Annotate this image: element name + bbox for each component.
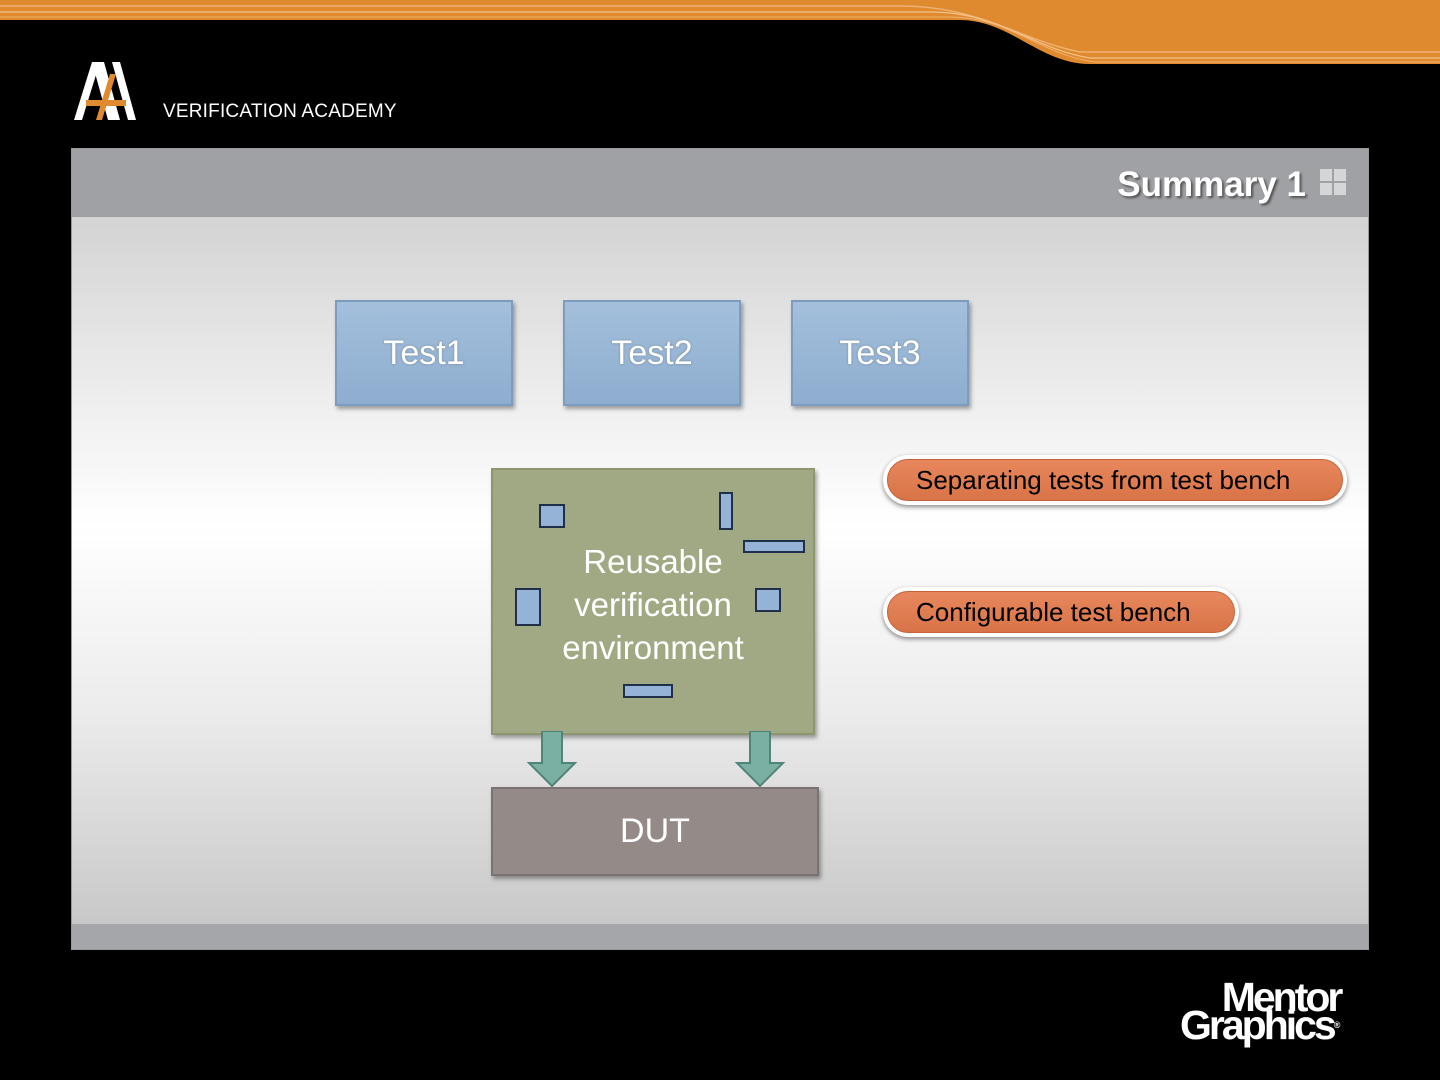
component-block [623,684,673,698]
environment-label: Reusable verification environment [493,540,813,669]
arrow-down-icon [735,731,785,787]
environment-label-line2: verification [574,586,732,623]
reusable-environment-box: Reusable verification environment [491,468,815,735]
environment-label-line1: Reusable [583,543,723,580]
component-block [755,588,781,612]
environment-label-line3: environment [562,629,744,666]
test2-box: Test2 [563,300,741,406]
logo-line2: Graphics [1180,1002,1337,1048]
component-block [515,588,541,626]
registered-mark: ® [1333,1020,1341,1030]
callout-configurable-bench: Configurable test bench [883,587,1239,637]
arrow-down-icon [527,731,577,787]
component-block [539,504,565,528]
callout-label: Configurable test bench [887,591,1235,633]
slide-title: Summary 1 [1117,165,1306,204]
logo-line1: Mentor [1221,974,1344,1020]
footer-bar [72,924,1368,949]
component-block [743,540,805,553]
title-bar: Summary 1 [72,149,1368,217]
dut-box: DUT [491,787,819,876]
component-block [719,492,733,530]
test1-box: Test1 [335,300,513,406]
brand-name: VERIFICATION ACADEMY [163,101,397,122]
grid-icon [1320,169,1346,195]
mentor-graphics-logo: Mentor Graphics® [1180,977,1343,1046]
header-swoosh [0,0,1440,64]
callout-separating-tests: Separating tests from test bench [883,455,1347,505]
callout-label: Separating tests from test bench [887,459,1343,501]
test3-box: Test3 [791,300,969,406]
verification-academy-logo [74,62,136,120]
